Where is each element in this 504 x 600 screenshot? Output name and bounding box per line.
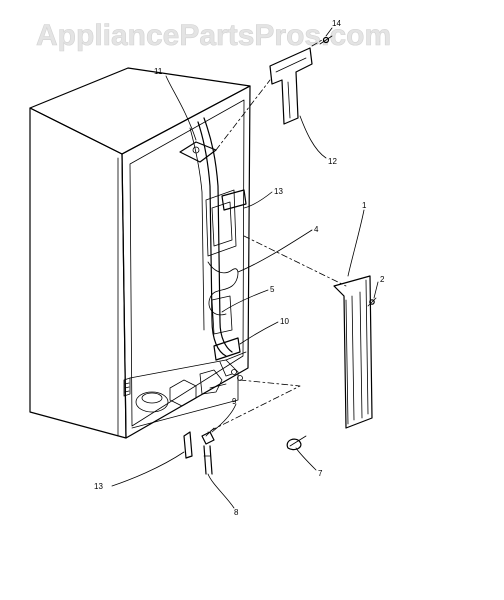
callout-4: 4 <box>314 225 319 234</box>
callout-labels: 11 14 12 13 1 4 2 5 10 9 7 13 8 <box>94 19 385 517</box>
callout-1: 1 <box>362 201 367 210</box>
part-14-screw <box>319 35 333 45</box>
part-2-screw <box>367 297 377 307</box>
callout-7: 7 <box>318 469 323 478</box>
part-7-clip <box>286 435 307 451</box>
callout-9: 9 <box>232 397 237 406</box>
callout-10: 10 <box>280 317 289 326</box>
tubing-assembly <box>179 117 247 389</box>
assembly-guide-lines <box>207 39 347 433</box>
part-12-cover-bracket <box>269 47 313 125</box>
compressor-compartment <box>123 359 239 429</box>
part-8-drain-tube <box>203 445 213 475</box>
callout-14: 14 <box>332 19 341 28</box>
leader-lines <box>111 27 379 509</box>
callout-12: 12 <box>328 157 337 166</box>
callout-2: 2 <box>380 275 385 284</box>
callout-13-upper: 13 <box>274 187 283 196</box>
refrigerator-cabinet <box>29 67 251 439</box>
callout-11: 11 <box>154 67 163 76</box>
part-1-access-panel <box>333 275 373 429</box>
callout-8: 8 <box>234 508 239 517</box>
part-13-bracket <box>183 431 193 459</box>
callout-13-lower: 13 <box>94 482 103 491</box>
callout-5: 5 <box>270 285 275 294</box>
watermark-text: AppliancePartsPros.com <box>36 19 391 52</box>
part-9-clamp <box>201 427 215 445</box>
